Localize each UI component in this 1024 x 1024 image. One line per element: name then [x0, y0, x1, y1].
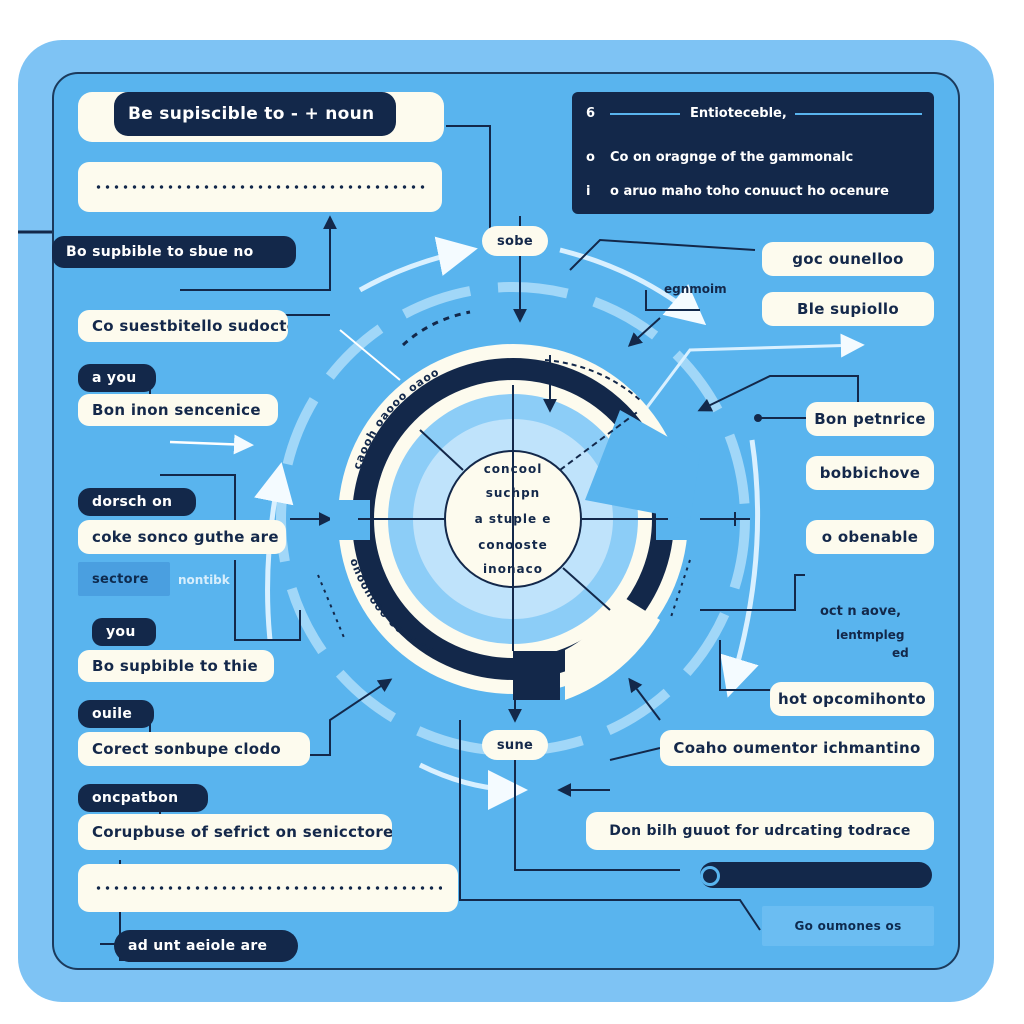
center-line-2: suchpn	[485, 486, 541, 500]
ray-diag	[339, 329, 401, 381]
right-item-9: Go oumones os	[762, 906, 934, 946]
right-item-2: Ble supiollo	[762, 292, 934, 326]
center-bottom-label: sune	[482, 730, 548, 760]
center-top-label: sobe	[482, 226, 548, 256]
right-item-6: hot opcomihonto	[770, 682, 934, 716]
cycle-arrow-topleft	[358, 236, 478, 293]
left-item-2: Bon inon sencenice	[78, 394, 278, 426]
left-item-1: Co suestbitello sudocto	[78, 310, 288, 342]
right-item-4: bobbichove	[806, 456, 934, 490]
right-sub-label: egnmoim	[664, 282, 727, 296]
left-tag-ouile: ouile	[78, 700, 154, 728]
title-pill: Be supiscible to - + noun	[114, 92, 396, 136]
right-item-1: goc ounelloo	[762, 242, 934, 276]
cycle-arrow-left	[254, 462, 294, 641]
dotted-bar-2	[78, 864, 458, 912]
left-tag-oncpatbon: oncpatbon	[78, 784, 208, 812]
cycle-arrow-bottom	[418, 762, 528, 810]
note-marker-3: i	[586, 184, 591, 199]
note-marker-2: o	[586, 150, 595, 165]
progress-track	[700, 862, 932, 888]
left-sectore-note: nontibk	[178, 573, 230, 587]
note-row-1: Entioteceble,	[690, 106, 787, 121]
left-sectore-box: sectore	[78, 562, 170, 596]
left-dark-label-1: Bo supbible to sbue no	[52, 236, 296, 268]
right-item-5: o obenable	[806, 520, 934, 554]
center-line-4: conooste	[478, 538, 548, 552]
right-text-3: ed	[892, 646, 909, 660]
center-line-1: concool	[483, 462, 543, 476]
center-line-5: inonaco	[483, 562, 543, 576]
left-item-3: coke sonco guthe are	[78, 520, 286, 554]
dotted-bar-1	[78, 162, 442, 212]
cycle-arrow-right	[720, 439, 761, 698]
bottom-dark-label: ad unt aeiole are	[114, 930, 298, 962]
progress-knob	[700, 866, 720, 886]
left-item-6: Corupbuse of sefrict on senicctore	[78, 814, 392, 850]
right-text-2: lentmpleg	[836, 628, 905, 642]
right-item-7: Coaho oumentor ichmantino	[660, 730, 934, 766]
left-item-4: Bo supbible to thie	[78, 650, 274, 682]
cycle-arrow-top	[559, 247, 707, 326]
note-marker-1: 6	[586, 106, 596, 121]
note-row-2: Co on oragnge of the gammonalc	[610, 150, 854, 165]
right-text-1: oct n aove,	[820, 604, 902, 619]
note-row-3: o aruo maho toho conuuct ho ocenure	[610, 184, 889, 199]
left-tag-you-2: you	[92, 618, 156, 646]
left-item-5: Corect sonbupe clodo	[78, 732, 310, 766]
notes-panel: 6 Entioteceble, o Co on oragnge of the g…	[572, 92, 934, 214]
left-tag-you-1: a you	[78, 364, 156, 392]
left-tag-dorsch: dorsch on	[78, 488, 196, 516]
ray-left	[169, 434, 254, 455]
center-line-3: a stuple e	[474, 512, 552, 526]
right-item-3: Bon petnrice	[806, 402, 934, 436]
right-item-8: Don bilh guuot for udrcating todrace	[586, 812, 934, 850]
